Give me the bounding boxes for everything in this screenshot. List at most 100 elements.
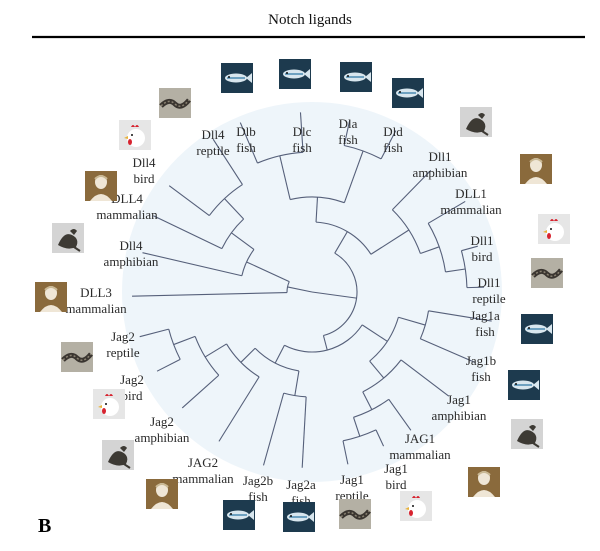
tree-arc [391, 209, 421, 254]
fish-icon [221, 63, 253, 93]
tree-branch [400, 359, 450, 397]
tree-branch [246, 261, 290, 283]
species-icons [35, 59, 570, 532]
fish-icon [223, 500, 255, 530]
tree-branch [398, 316, 426, 326]
figure-title: Notch ligands [268, 12, 352, 28]
tree-branch [334, 231, 348, 254]
species-group: fish [383, 140, 403, 155]
snake-icon [339, 499, 371, 529]
species-group: fish [338, 132, 358, 147]
tree-branch [461, 245, 478, 252]
gene-name: DLL4 [111, 191, 143, 206]
tree-branch [279, 155, 291, 200]
fish-icon [392, 78, 424, 108]
tree-branch [262, 392, 285, 466]
tree-branch [342, 440, 349, 465]
bust-icon [146, 479, 178, 509]
tree-branch [388, 399, 412, 431]
species-group: amphibian [135, 430, 190, 445]
tree-branch [294, 370, 300, 396]
fish-icon [283, 502, 315, 532]
gene-name: DLL3 [80, 285, 112, 300]
gene-name: Dld [383, 124, 403, 139]
bust-icon [468, 467, 500, 497]
snake-icon [531, 258, 563, 288]
gene-name: DLL1 [455, 186, 487, 201]
gene-name: Dlc [293, 124, 312, 139]
tree-branch [315, 197, 319, 223]
gene-name: JAG1 [405, 431, 435, 446]
species-group: reptile [196, 143, 229, 158]
tree-branch [362, 391, 373, 410]
species-group: bird [122, 388, 143, 403]
tree-branch [231, 232, 255, 250]
tree-branch [173, 335, 196, 346]
species-group: mammalian [172, 471, 234, 486]
tree-branch [168, 185, 210, 217]
tree-branch [287, 286, 313, 293]
tree-branch [311, 291, 357, 299]
tree-branch [212, 138, 243, 185]
gene-name: Jag1a [470, 308, 500, 323]
tree-branch [420, 246, 440, 255]
species-group: bird [386, 477, 407, 492]
rooster-icon [538, 214, 570, 244]
tree-branch [142, 252, 242, 277]
tree-branch [156, 358, 181, 372]
snake-icon [61, 342, 93, 372]
tree-branch [204, 343, 227, 358]
gene-name: Jag2a [286, 477, 316, 492]
tree-branch [445, 268, 466, 273]
bust-icon [35, 282, 67, 312]
frog-icon [52, 223, 84, 253]
gene-name: Dll1 [470, 233, 493, 248]
species-group: fish [475, 324, 495, 339]
gene-name: Jag2b [243, 473, 273, 488]
tree-branch [301, 396, 307, 468]
frog-icon [511, 419, 543, 449]
tree-branch [420, 338, 476, 364]
tree-branch [343, 119, 351, 146]
tree-branch [224, 198, 245, 220]
gene-name: Dll4 [132, 155, 156, 170]
species-group: mammalian [96, 207, 158, 222]
species-group: reptile [106, 345, 139, 360]
tree-branch [299, 112, 304, 153]
tree-branch [361, 324, 388, 342]
gene-name: Jag1b [466, 353, 496, 368]
tree-branch [370, 229, 410, 255]
species-group: mammalian [389, 447, 451, 462]
frog-icon [460, 107, 492, 137]
gene-name: Dll4 [201, 127, 225, 142]
species-group: amphibian [413, 165, 468, 180]
gene-name: Dll1 [477, 275, 500, 290]
gene-name: Dlb [236, 124, 256, 139]
gene-name: Jag1 [384, 461, 408, 476]
species-group: bird [472, 249, 493, 264]
species-group: mammalian [65, 301, 127, 316]
fish-icon [508, 370, 540, 400]
gene-name: JAG2 [188, 455, 218, 470]
species-group: fish [236, 140, 256, 155]
